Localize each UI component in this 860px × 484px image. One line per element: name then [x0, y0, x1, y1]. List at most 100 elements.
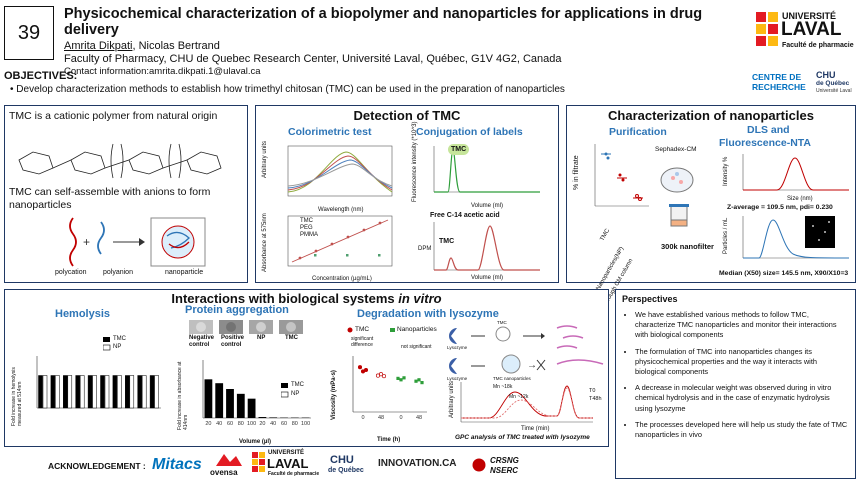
- agg-tick-label: 60: [281, 421, 287, 427]
- zavg-text: Z-average = 109.5 nm, pdi= 0.230: [727, 204, 833, 211]
- fluorescence-chart: [433, 146, 540, 193]
- nserc-logo-icon: [472, 458, 486, 472]
- gpc-legend-t0: T0: [589, 388, 596, 394]
- chu-text: CHU: [816, 70, 836, 80]
- hemo-legend-np: NP: [113, 344, 122, 350]
- innovation-logo: INNOVATION.CA: [378, 458, 457, 469]
- tmc-badge-dpm: TMC: [439, 238, 455, 245]
- chu-ack-sub: de Québec: [328, 467, 364, 474]
- visc-point: [381, 374, 387, 379]
- poster-title: Physicochemical characterization of a bi…: [64, 6, 703, 38]
- fnta-title: Fluorescence-NTA: [719, 137, 811, 149]
- visc-point: [399, 378, 403, 382]
- hemolysis-title: Hemolysis: [55, 308, 111, 320]
- perspectives-title: Perspectives: [622, 294, 678, 304]
- agg-tick-label: 80: [238, 421, 244, 427]
- panel-perspectives: Perspectives We have established various…: [615, 289, 856, 479]
- agg-bar: [247, 398, 256, 418]
- visc-tick-label: 48: [416, 415, 422, 421]
- poster-number: 39: [17, 21, 41, 44]
- mn1-label: Mn ~18k: [493, 384, 513, 390]
- crsng-logo: CRSNG: [490, 456, 519, 465]
- legend-tmc: TMC: [300, 218, 313, 224]
- hemo-bar: [129, 375, 135, 409]
- laval-logo-sub: Faculté de pharmacie: [782, 42, 854, 49]
- laval-ack-sub: Faculté de pharmacie: [268, 471, 320, 477]
- visc-point: [396, 376, 400, 380]
- fluorescence-y-label: Fluorescence intensity (*10^3): [412, 121, 418, 202]
- nano-title: Characterization of nanoparticles: [608, 108, 814, 123]
- agg-tick-label: 40: [216, 421, 222, 427]
- nanoparticle-label: nanoparticle: [165, 269, 204, 276]
- tmc-intro-line1: TMC is a cationic polymer from natural o…: [9, 110, 218, 122]
- polycation-label: polycation: [55, 269, 87, 276]
- agg-legend-tmc: TMC: [291, 382, 304, 388]
- hemo-legend-tmc: TMC: [113, 336, 126, 342]
- viscosity-chart: 0 48 0 48: [352, 356, 427, 421]
- dls-title: DLS and: [747, 124, 790, 136]
- agg-legend-np: NP: [291, 391, 300, 397]
- affiliation: Faculty of Pharmacy, CHU de Quebec Resea…: [64, 53, 562, 65]
- ovensa-logo: ovensa: [210, 468, 238, 477]
- purification-apparatus: [660, 167, 694, 227]
- visc-tick-label: 0: [361, 415, 364, 421]
- visc-tick-label: 48: [378, 415, 384, 421]
- perspective-item-1: We have established various methods to f…: [635, 310, 849, 341]
- visc-tick-label: 0: [399, 415, 402, 421]
- hemo-bar: [87, 375, 93, 409]
- hemo-bar: [125, 375, 130, 409]
- legend-peg: PEG: [300, 225, 313, 231]
- gpc-legend-t48: T48h: [589, 396, 602, 402]
- lysozyme-label-1: Lysozyme: [447, 345, 468, 350]
- degradation-title: Degradation with lysozyme: [357, 308, 499, 320]
- calibration-y-label: Absorbance at 575nm: [262, 213, 268, 272]
- author-rest: , Nicolas Bertrand: [132, 40, 220, 52]
- gpc-chart: [460, 382, 593, 423]
- nta-y-label: Particles / mL: [723, 217, 729, 254]
- dpm-x-label: Volume (ml): [471, 275, 504, 281]
- de-quebec-text: de Québec: [816, 80, 850, 87]
- self-assembly-diagram: +: [69, 217, 206, 267]
- hemo-bar: [63, 375, 68, 409]
- deg-legend-tmc: TMC: [355, 326, 370, 333]
- laval-ack-main: LAVAL: [267, 456, 309, 471]
- protein-photos: [189, 320, 303, 334]
- objectives-label: OBJECTIVES:: [4, 70, 78, 82]
- svg-text:→: →: [527, 360, 537, 371]
- tmc-badge-fluor: TMC: [448, 144, 470, 155]
- panel-tmc-intro: TMC is a cationic polymer from natural o…: [4, 105, 248, 283]
- cat-tmc: TMC: [599, 228, 612, 243]
- recherche-text: RECHERCHE: [752, 82, 806, 92]
- agg-legend-swatches: [281, 383, 289, 398]
- mitacs-logo: Mitacs: [152, 456, 202, 473]
- deg-legend-markers: [347, 327, 395, 333]
- deg-legend-np: Nanoparticles: [397, 326, 437, 333]
- visc-point: [402, 376, 406, 380]
- chu-ack-logo: CHU: [330, 454, 354, 466]
- tmc-photo-label: TMC: [285, 335, 298, 341]
- purification-chart: [594, 144, 649, 207]
- hemo-bar: [154, 375, 159, 409]
- bio-title-main: Interactions with biological systems: [171, 291, 399, 306]
- visc-point: [417, 378, 421, 382]
- protein-title: Protein aggregation: [185, 304, 289, 316]
- agg-tick-label: 40: [270, 421, 276, 427]
- purification-title: Purification: [609, 126, 667, 138]
- centre-recherche-logo: CENTRE DE RECHERCHE CHU de Québec Univer…: [752, 70, 858, 100]
- hemo-bar: [38, 375, 43, 409]
- fluorescence-x-label: Volume (ml): [471, 203, 504, 209]
- lysozyme-diagram: →: [449, 325, 604, 374]
- panel-biological: Interactions with biological systems in …: [4, 289, 609, 447]
- spectra-x-label: Wavelength (nm): [318, 207, 364, 213]
- viscosity-y-label: Viscosity (mPa-s): [331, 370, 337, 420]
- visc-x-label: Time (h): [377, 437, 401, 443]
- polyanion-label: polyanion: [103, 269, 133, 276]
- lysozyme-label-2: Lysozyme: [447, 376, 468, 381]
- pos-control-label: Positive control: [221, 335, 245, 348]
- panel-nanoparticles: Characterization of nanoparticles Purifi…: [566, 105, 856, 315]
- mn2-label: Mn ~12k: [509, 394, 529, 400]
- agg-bar: [204, 379, 213, 418]
- dls-x-label: Size (nm): [787, 196, 813, 202]
- nta-chart: [742, 216, 850, 259]
